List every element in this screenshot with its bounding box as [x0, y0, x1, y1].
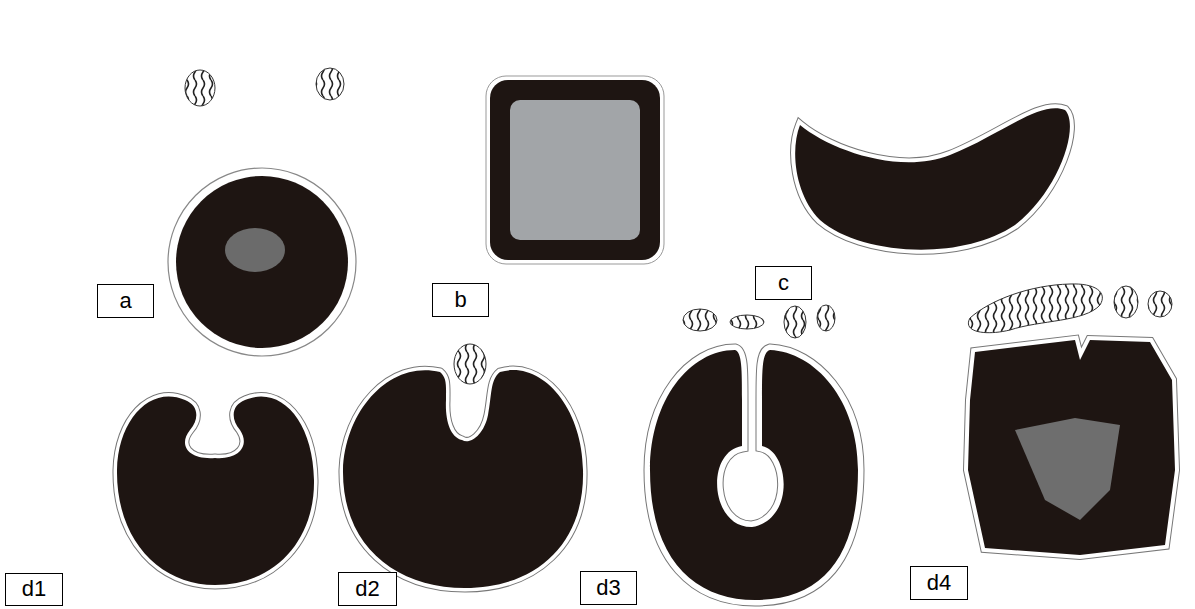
figure-a: [168, 68, 356, 356]
figure-label: a: [119, 289, 131, 313]
figure-label-box: d3: [580, 571, 637, 605]
figure-label: b: [454, 288, 466, 312]
figure-d4: [968, 284, 1175, 555]
figure-label: d4: [927, 571, 951, 595]
figure-b: [486, 76, 664, 264]
figure-d2: [343, 344, 583, 588]
figure-label: d2: [355, 577, 379, 601]
figure-label-box: d1: [5, 573, 63, 606]
figure-label: d3: [596, 576, 620, 600]
figure-label: d1: [22, 577, 46, 601]
figure-d1: [117, 396, 314, 585]
figure-c: [795, 108, 1070, 249]
figure-label-box: a: [97, 284, 154, 318]
figure-label: c: [778, 271, 789, 295]
figure-label-box: d4: [910, 566, 968, 600]
figure-label-box: d2: [338, 572, 397, 606]
figure-label-box: b: [432, 283, 489, 317]
figure-d3: [650, 305, 858, 600]
figure-label-box: c: [755, 266, 812, 300]
